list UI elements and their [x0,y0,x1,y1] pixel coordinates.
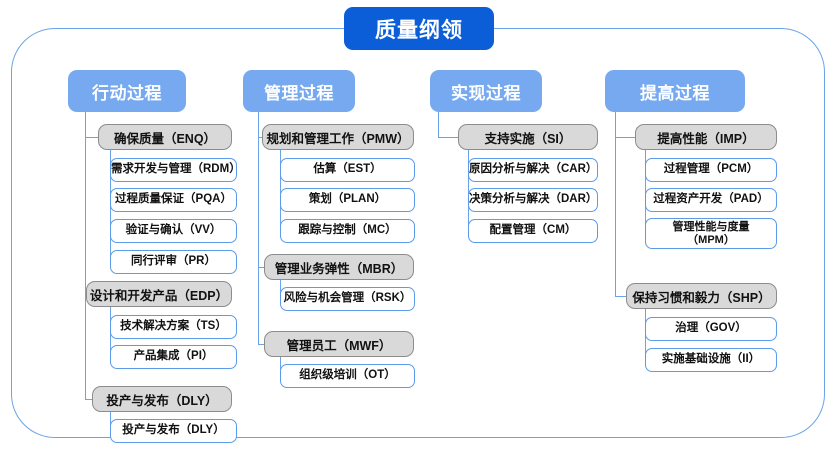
column-header-realize[interactable]: 实现过程 [430,70,542,112]
column-header-manage[interactable]: 管理过程 [243,70,355,112]
leaf-box-rdm[interactable]: 需求开发与管理（RDM） [110,158,241,182]
leaf-box-plan[interactable]: 策划（PLAN） [280,188,415,212]
leaf-box-est[interactable]: 估算（EST） [280,158,415,182]
group-box-enq[interactable]: 确保质量（ENQ） [98,124,232,150]
group-box-mbr[interactable]: 管理业务弹性（MBR） [264,254,414,280]
leaf-box-gov[interactable]: 治理（GOV） [645,317,777,341]
column-header-improve[interactable]: 提高过程 [605,70,745,112]
leaf-box-vv[interactable]: 验证与确认（VV） [110,219,237,243]
connector-stub [85,137,98,139]
group-box-shp[interactable]: 保持习惯和毅力（SHP） [626,283,777,309]
leaf-box-ii[interactable]: 实施基础设施（II） [645,348,777,372]
column-header-action[interactable]: 行动过程 [68,70,186,112]
leaf-box-car[interactable]: 原因分析与解决（CAR） [468,158,598,182]
group-box-mwf[interactable]: 管理员工（MWF） [264,331,414,357]
group-box-pmw[interactable]: 规划和管理工作（PMW） [262,124,414,150]
leaf-box-ts[interactable]: 技术解决方案（TS） [110,315,237,339]
leaf-box-cm[interactable]: 配置管理（CM） [468,219,598,243]
leaf-box-ot[interactable]: 组织级培训（OT） [280,364,415,388]
connector-trunk-realize [438,112,440,137]
leaf-box-rsk[interactable]: 风险与机会管理（RSK） [280,287,415,311]
leaf-box-dar[interactable]: 决策分析与解决（DAR） [468,188,598,212]
connector-stub [615,137,637,139]
connector-trunk-action [85,112,87,399]
group-box-si[interactable]: 支持实施（SI） [458,124,598,150]
leaf-box-pr[interactable]: 同行评审（PR） [110,250,237,274]
root-title: 质量纲领 [344,7,494,50]
group-box-dly[interactable]: 投产与发布（DLY） [92,386,232,412]
connector-trunk-improve [615,112,617,297]
connector-stub [615,296,629,298]
leaf-box-pcm[interactable]: 过程管理（PCM） [645,158,777,182]
leaf-box-pqa[interactable]: 过程质量保证（PQA） [110,188,237,212]
connector-stub [85,399,98,401]
group-box-edp[interactable]: 设计和开发产品（EDP） [86,281,232,307]
connector-trunk-manage [258,112,260,345]
leaf-box-pad[interactable]: 过程资产开发（PAD） [645,188,777,212]
leaf-box-pi[interactable]: 产品集成（PI） [110,345,237,369]
leaf-box-mpm[interactable]: 管理性能与度量 （MPM） [645,218,777,249]
leaf-box-dly-item[interactable]: 投产与发布（DLY） [110,419,237,443]
group-box-imp[interactable]: 提高性能（IMP） [635,124,777,150]
connector-stub [438,137,462,139]
leaf-box-mc[interactable]: 跟踪与控制（MC） [280,219,415,243]
connector-stub [258,267,266,269]
connector-stub [258,344,266,346]
